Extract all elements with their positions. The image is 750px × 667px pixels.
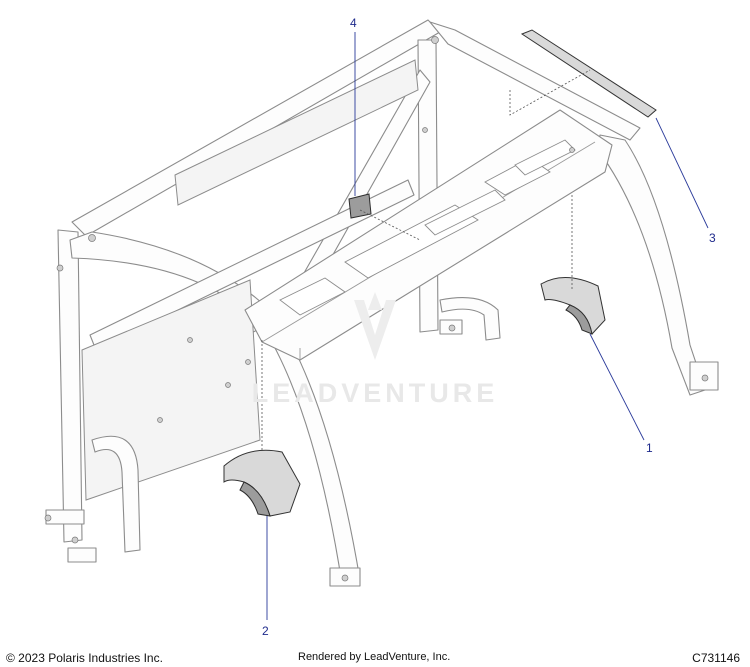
callout-4[interactable]: 4 (350, 16, 357, 30)
callout-2[interactable]: 2 (262, 624, 269, 638)
leadventure-logo-watermark (354, 292, 396, 360)
roll-cage-frame (44, 19, 719, 587)
part-1-guard-inner (565, 304, 593, 335)
diagram-code: C731146 (692, 651, 740, 665)
part-1-guard (540, 277, 606, 335)
assembly-dash-lines (261, 69, 591, 452)
leadventure-watermark: LEADVENTURE (251, 378, 499, 408)
callout-3[interactable]: 3 (709, 231, 716, 245)
part-3-strip (520, 29, 657, 118)
callout-1[interactable]: 1 (646, 441, 653, 455)
callout-leaders (266, 32, 709, 620)
rendered-by-text: Rendered by LeadVenture, Inc. (298, 651, 451, 663)
copyright-text: © 2023 Polaris Industries Inc. (6, 651, 163, 665)
part-2-guard-inner (239, 481, 271, 517)
part-4-pad (348, 193, 372, 219)
